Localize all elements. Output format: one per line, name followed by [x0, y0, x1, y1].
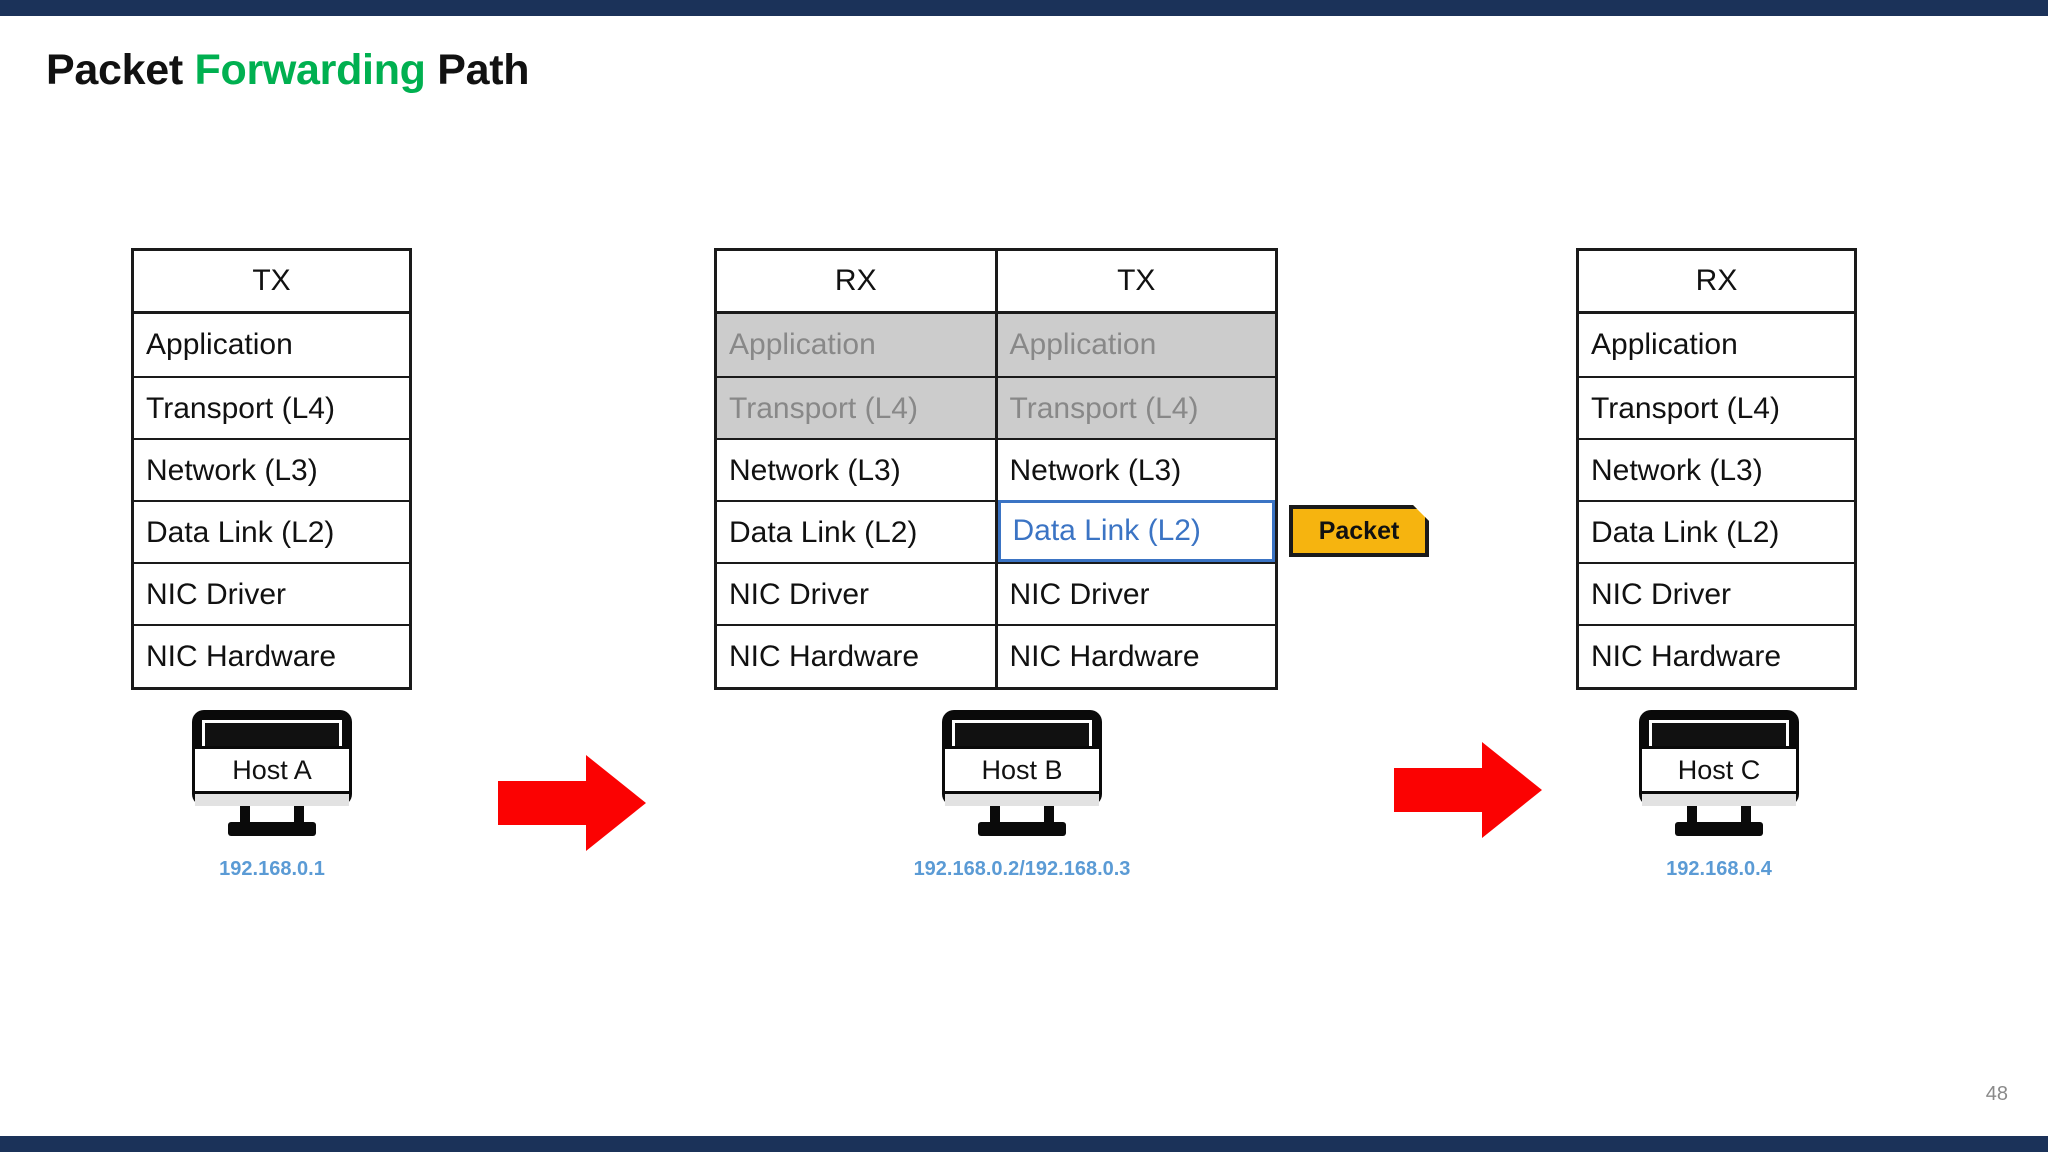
- slide-top-bar: [0, 0, 2048, 16]
- stack-header-rx: RX: [834, 264, 877, 297]
- stack-body-host-c: Application Transport (L4) Network (L3) …: [1579, 314, 1854, 687]
- monitor-neck-inner: [250, 804, 294, 824]
- layer-cell-nic-hardware[interactable]: NIC Hardware: [997, 624, 1275, 686]
- stack-header-rx: RX: [1695, 264, 1738, 297]
- slide-bottom-bar: [0, 1136, 2048, 1152]
- right-arrow-icon: [1394, 742, 1542, 838]
- host-group-a: Host A 192.168.0.1: [122, 710, 422, 881]
- monitor-bezel: [945, 794, 1099, 806]
- layer-cell-application[interactable]: Application: [146, 328, 293, 361]
- monitor-base: [228, 822, 316, 836]
- layer-cell-application[interactable]: Application: [1591, 328, 1738, 361]
- stack-header-row-host-c: RX: [1579, 251, 1854, 314]
- monitor-bezel: [195, 794, 349, 806]
- host-ip-address: 192.168.0.1: [219, 858, 325, 880]
- host-ip-address: 192.168.0.2/192.168.0.3: [913, 858, 1131, 880]
- monitor-icon: Host C: [1639, 710, 1799, 836]
- host-ip-address: 192.168.0.4: [1666, 858, 1772, 880]
- monitor-icon: Host B: [942, 710, 1102, 836]
- monitor-neck-inner: [1697, 804, 1741, 824]
- layer-cell-application[interactable]: Application: [717, 314, 995, 376]
- monitor-base: [978, 822, 1066, 836]
- monitor-base: [1675, 822, 1763, 836]
- stack-column-tx: Application Transport (L4) Network (L3) …: [994, 314, 1275, 687]
- layer-cell-nic-hardware[interactable]: NIC Hardware: [717, 624, 995, 686]
- layer-cell-network[interactable]: Network (L3): [134, 438, 409, 500]
- layer-cell-nic-driver[interactable]: NIC Driver: [997, 562, 1275, 624]
- stack-header-tx: TX: [994, 251, 1276, 311]
- monitor-bezel: [1642, 794, 1796, 806]
- layer-cell-application[interactable]: Application: [997, 314, 1275, 376]
- layer-cell-transport[interactable]: Transport (L4): [134, 376, 409, 438]
- protocol-stack-host-a: TX Application Transport (L4) Network (L…: [131, 248, 412, 690]
- page-number: 48: [1985, 1083, 2008, 1105]
- layer-cell-nic-driver[interactable]: NIC Driver: [134, 562, 409, 624]
- stack-header-row-host-b: RX TX: [717, 251, 1275, 314]
- layer-cell-transport[interactable]: Transport (L4): [1579, 376, 1854, 438]
- monitor-neck-inner: [1000, 804, 1044, 824]
- packet-badge-label: Packet: [1318, 516, 1400, 545]
- title-segment-accent: Forwarding: [194, 46, 426, 94]
- page-title: Packet Forwarding Path: [46, 46, 530, 95]
- stack-body-host-b: Application Transport (L4) Network (L3) …: [717, 314, 1275, 687]
- layer-cell-transport[interactable]: Transport (L4): [997, 376, 1275, 438]
- layer-cell-nic-hardware[interactable]: NIC Hardware: [1579, 624, 1854, 686]
- monitor-icon: Host A: [192, 710, 352, 836]
- host-label: Host B: [945, 746, 1099, 794]
- layer-cell-transport[interactable]: Transport (L4): [717, 376, 995, 438]
- layer-cell-network[interactable]: Network (L3): [1579, 438, 1854, 500]
- layer-cell-nic-hardware[interactable]: NIC Hardware: [134, 624, 409, 686]
- host-label: Host C: [1642, 746, 1796, 794]
- stack-header-tx: TX: [252, 264, 291, 297]
- host-group-b: Host B 192.168.0.2/192.168.0.3: [872, 710, 1172, 881]
- protocol-stack-host-b: RX TX Application Transport (L4) Network…: [714, 248, 1278, 690]
- title-segment-2: Path: [425, 46, 530, 94]
- flow-arrow-b-to-c: [1394, 742, 1542, 838]
- stack-header-row-host-a: TX: [134, 251, 409, 314]
- layer-cell-datalink-highlighted[interactable]: Data Link (L2): [997, 500, 1275, 562]
- stack-column-rx: Application Transport (L4) Network (L3) …: [717, 314, 995, 687]
- layer-cell-network[interactable]: Network (L3): [717, 438, 995, 500]
- layer-cell-datalink[interactable]: Data Link (L2): [1579, 500, 1854, 562]
- stack-body-host-a: Application Transport (L4) Network (L3) …: [134, 314, 409, 687]
- stack-column-tx: Application Transport (L4) Network (L3) …: [134, 314, 409, 687]
- packet-badge[interactable]: Packet: [1289, 505, 1429, 557]
- host-label: Host A: [195, 746, 349, 794]
- layer-cell-datalink[interactable]: Data Link (L2): [134, 500, 409, 562]
- layer-cell-datalink[interactable]: Data Link (L2): [717, 500, 995, 562]
- flow-arrow-a-to-b: [498, 755, 646, 851]
- stack-column-rx: Application Transport (L4) Network (L3) …: [1579, 314, 1854, 687]
- protocol-stack-host-c: RX Application Transport (L4) Network (L…: [1576, 248, 1857, 690]
- right-arrow-icon: [498, 755, 646, 851]
- title-segment-1: Packet: [46, 46, 195, 94]
- layer-cell-nic-driver[interactable]: NIC Driver: [717, 562, 995, 624]
- layer-cell-network[interactable]: Network (L3): [997, 438, 1275, 500]
- host-group-c: Host C 192.168.0.4: [1569, 710, 1869, 881]
- layer-cell-nic-driver[interactable]: NIC Driver: [1579, 562, 1854, 624]
